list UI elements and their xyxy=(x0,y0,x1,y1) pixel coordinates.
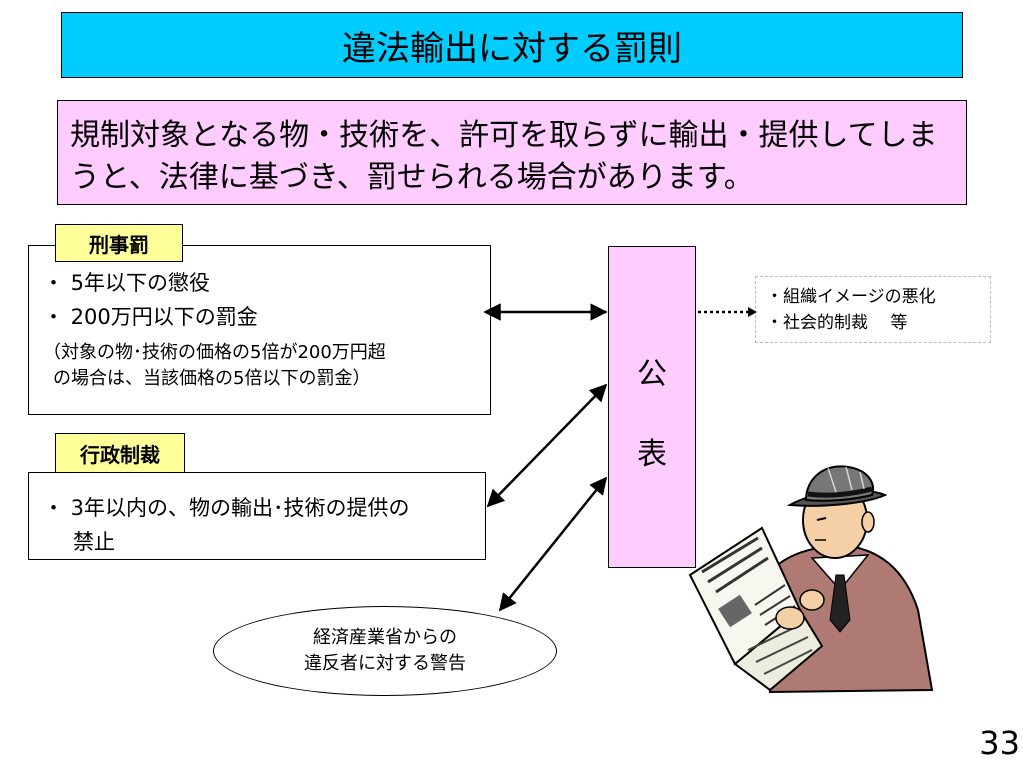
warning-line-1: 経済産業省からの xyxy=(313,627,457,648)
effect-item-image: ・組織イメージの悪化 xyxy=(766,287,936,307)
warning-line-2: 違反者に対する警告 xyxy=(304,653,466,674)
administrative-sanction-label-text: 行政制裁 xyxy=(80,442,160,467)
criminal-note-line-1: （対象の物･技術の価格の5倍が200万円超 xyxy=(43,342,386,363)
notice-box: 規制対象となる物・技術を、許可を取らずに輸出・提供してしまうと、法律に基づき、罰… xyxy=(57,100,967,205)
criminal-penalty-label-text: 刑事罰 xyxy=(89,232,149,257)
meti-warning-ellipse: 経済産業省からの 違反者に対する警告 xyxy=(213,606,557,696)
effect-item-sanction: ・社会的制裁 等 xyxy=(766,313,908,333)
administrative-sanction-label: 行政制裁 xyxy=(55,433,185,473)
notice-text: 規制対象となる物・技術を、許可を取らずに輸出・提供してしまうと、法律に基づき、罰… xyxy=(70,118,938,195)
page-number: 33 xyxy=(979,724,1020,762)
social-effects-box: ・組織イメージの悪化 ・社会的制裁 等 xyxy=(755,276,991,343)
arrow-warning-to-publication xyxy=(498,476,608,612)
criminal-penalty-panel: ・ 5年以下の懲役 ・ 200万円以下の罰金 （対象の物･技術の価格の5倍が20… xyxy=(28,245,491,415)
administrative-sanction-panel: ・ 3年以内の、物の輸出･技術の提供の 禁止 xyxy=(28,472,486,560)
publication-char-1: 公 xyxy=(637,357,667,392)
dotted-arrowhead xyxy=(748,307,757,317)
publication-box: 公 表 xyxy=(608,246,696,568)
criminal-note-line-2: の場合は、当該価格の5倍以下の罰金） xyxy=(53,368,371,389)
slide-title-bar: 違法輸出に対する罰則 xyxy=(61,12,963,78)
slide-title: 違法輸出に対する罰則 xyxy=(342,28,682,69)
criminal-item-imprisonment: ・ 5年以下の懲役 xyxy=(43,271,211,295)
publication-char-2: 表 xyxy=(637,437,667,472)
administrative-item-line-2: 禁止 xyxy=(73,530,115,554)
criminal-penalty-label: 刑事罰 xyxy=(55,224,183,262)
administrative-item-line-1: ・ 3年以内の、物の輸出･技術の提供の xyxy=(43,496,410,520)
criminal-item-fine: ・ 200万円以下の罰金 xyxy=(43,305,258,329)
